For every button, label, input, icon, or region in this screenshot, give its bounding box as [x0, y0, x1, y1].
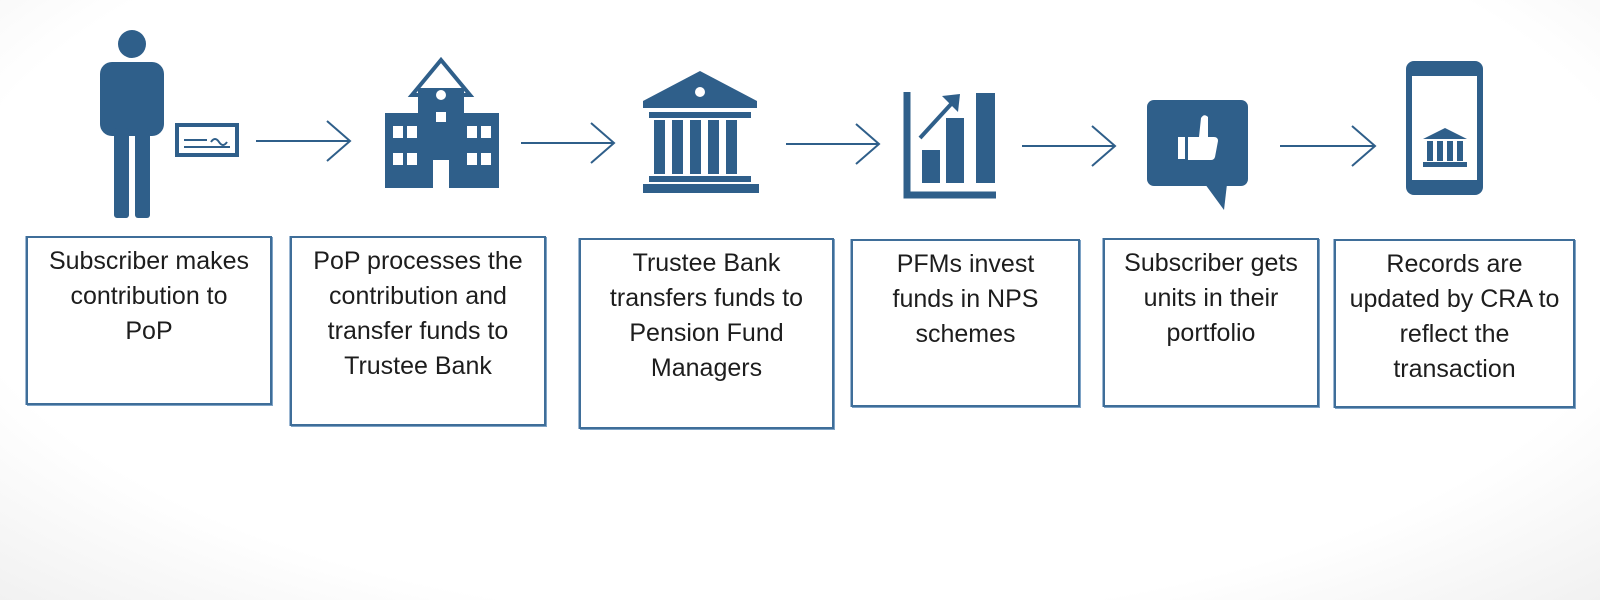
step-box-3: Trustee Bank transfers funds to Pension … — [579, 238, 834, 429]
arrow-2 — [521, 122, 616, 164]
arrow-4 — [1022, 125, 1117, 167]
bank-building-icon — [643, 71, 759, 193]
person-with-cheque-icon — [100, 30, 239, 218]
arrow-3 — [786, 123, 881, 165]
step-box-4: PFMs invest funds in NPS schemes — [851, 239, 1080, 407]
thumbs-up-speech-bubble-icon — [1147, 100, 1248, 210]
school-building-icon — [385, 56, 499, 188]
arrow-1 — [256, 120, 352, 162]
arrow-5 — [1280, 125, 1377, 167]
step-label-4: PFMs invest funds in NPS schemes — [892, 250, 1039, 348]
growth-chart-icon — [903, 92, 996, 199]
step-box-6: Records are updated by CRA to reflect th… — [1334, 239, 1575, 408]
step-label-1: Subscriber makes contribution to PoP — [48, 247, 250, 345]
mobile-bank-icon — [1406, 61, 1483, 195]
step-label-5: Subscriber gets units in their portfolio — [1124, 249, 1298, 347]
step-box-2: PoP processes the contribution and trans… — [290, 236, 546, 426]
step-label-6: Records are updated by CRA to reflect th… — [1349, 250, 1560, 383]
step-box-5: Subscriber gets units in their portfolio — [1103, 238, 1319, 407]
step-label-2: PoP processes the contribution and trans… — [313, 247, 523, 380]
step-label-3: Trustee Bank transfers funds to Pension … — [609, 249, 804, 382]
step-box-1: Subscriber makes contribution to PoP — [26, 236, 272, 405]
